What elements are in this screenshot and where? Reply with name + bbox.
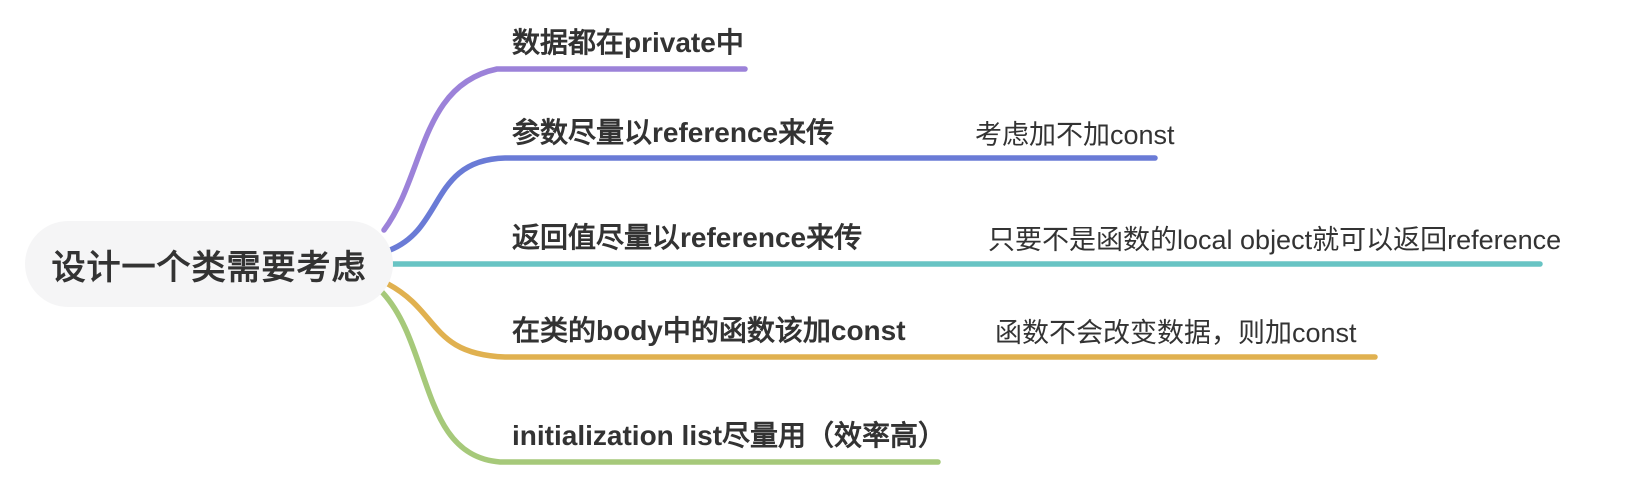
root-node[interactable]: 设计一个类需要考虑 — [25, 221, 393, 307]
node-topic-body-const[interactable]: 在类的body中的函数该加const — [512, 315, 906, 347]
node-child-no-change-const[interactable]: 函数不会改变数据，则加const — [995, 317, 1357, 348]
node-child-local-object[interactable]: 只要不是函数的local object就可以返回reference — [988, 224, 1562, 255]
node-topic-return-reference[interactable]: 返回值尽量以reference来传 — [512, 222, 863, 254]
branch-line-body-const — [385, 281, 1378, 360]
branch-line-param-reference — [387, 155, 1158, 253]
branch-line-init-list — [379, 289, 941, 465]
node-child-consider-const[interactable]: 考虑加不加const — [975, 119, 1175, 150]
node-topic-init-list[interactable]: initialization list尽量用（效率高） — [512, 420, 947, 452]
node-topic-private[interactable]: 数据都在private中 — [512, 27, 744, 59]
branch-line-private — [381, 66, 748, 233]
node-topic-param-reference[interactable]: 参数尽量以reference来传 — [512, 117, 835, 149]
